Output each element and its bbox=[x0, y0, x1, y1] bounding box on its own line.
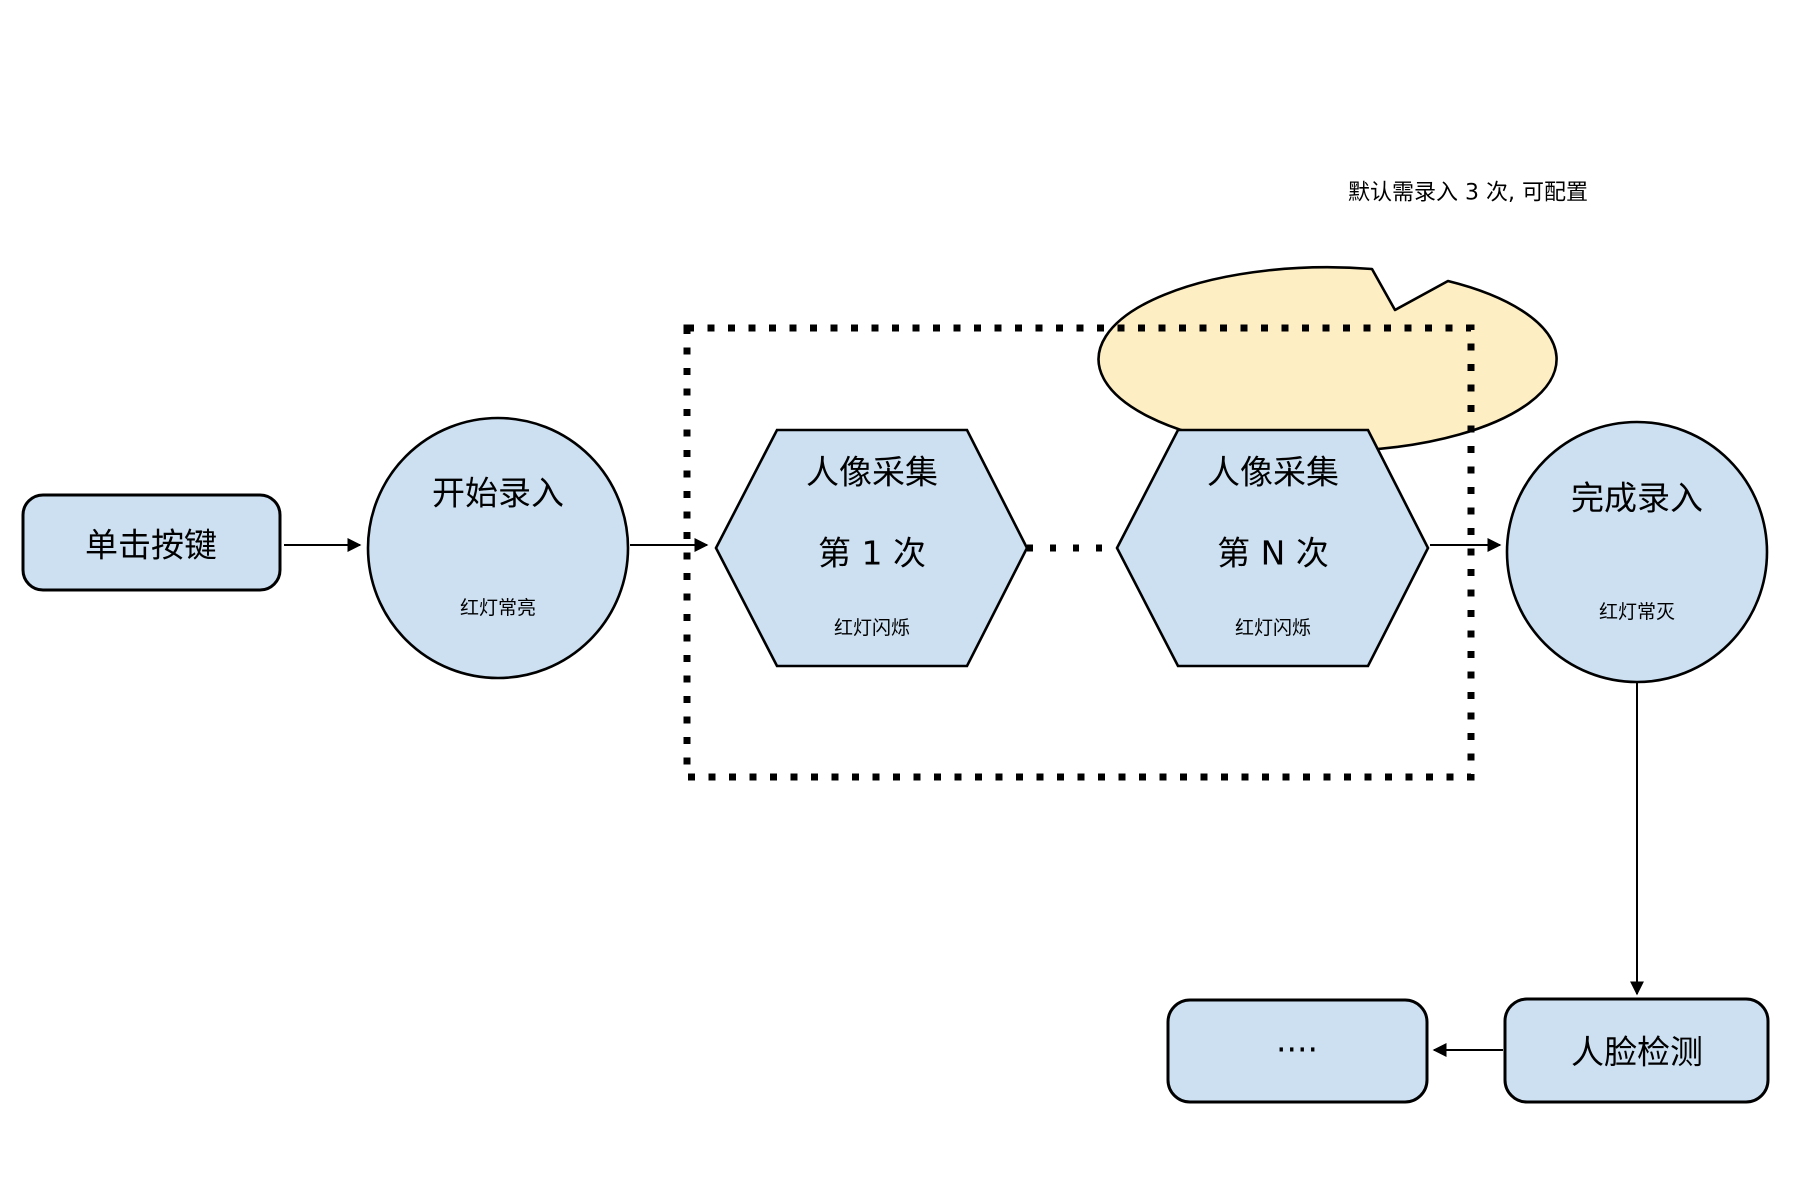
capture-first-subtitle: 第 1 次 bbox=[818, 534, 926, 573]
start-recording-status: 红灯常亮 bbox=[460, 597, 536, 619]
callout-text: 默认需录入 3 次, 可配置 bbox=[1348, 181, 1588, 206]
finish-recording-shape bbox=[1505, 420, 1769, 684]
click-button-label: 单击按键 bbox=[85, 526, 217, 565]
capture-nth-status: 红灯闪烁 bbox=[1235, 617, 1311, 639]
node-start-recording: 开始录入 红灯常亮 bbox=[366, 416, 630, 680]
callout-bubble-shape bbox=[1097, 265, 1558, 453]
start-recording-label: 开始录入 bbox=[432, 474, 564, 513]
face-detection-shape bbox=[1503, 997, 1770, 1104]
next-steps-shape bbox=[1166, 998, 1429, 1104]
capture-first-status: 红灯闪烁 bbox=[834, 617, 910, 639]
start-recording-shape bbox=[366, 416, 630, 680]
finish-recording-label: 完成录入 bbox=[1571, 479, 1703, 518]
capture-nth-shape bbox=[1115, 428, 1430, 668]
click-button-shape bbox=[21, 493, 282, 592]
capture-nth-title: 人像采集 bbox=[1207, 453, 1339, 492]
node-capture-first: 人像采集 第 1 次 红灯闪烁 bbox=[714, 428, 1029, 668]
node-capture-nth: 人像采集 第 N 次 红灯闪烁 bbox=[1115, 428, 1430, 668]
node-click-button: 单击按键 bbox=[21, 493, 282, 592]
face-detection-label: 人脸检测 bbox=[1571, 1033, 1703, 1072]
finish-recording-status: 红灯常灭 bbox=[1599, 601, 1675, 623]
capture-first-title: 人像采集 bbox=[806, 453, 938, 492]
capture-nth-subtitle: 第 N 次 bbox=[1217, 534, 1329, 573]
node-next-steps: .... bbox=[1166, 998, 1429, 1104]
node-finish-recording: 完成录入 红灯常灭 bbox=[1505, 420, 1769, 684]
repeat-region-dotted-frame bbox=[683, 324, 1475, 781]
callout-bubble: 默认需录入 3 次, 可配置 bbox=[1097, 181, 1588, 453]
node-face-detection: 人脸检测 bbox=[1503, 997, 1770, 1104]
next-steps-label: .... bbox=[1276, 1021, 1318, 1060]
